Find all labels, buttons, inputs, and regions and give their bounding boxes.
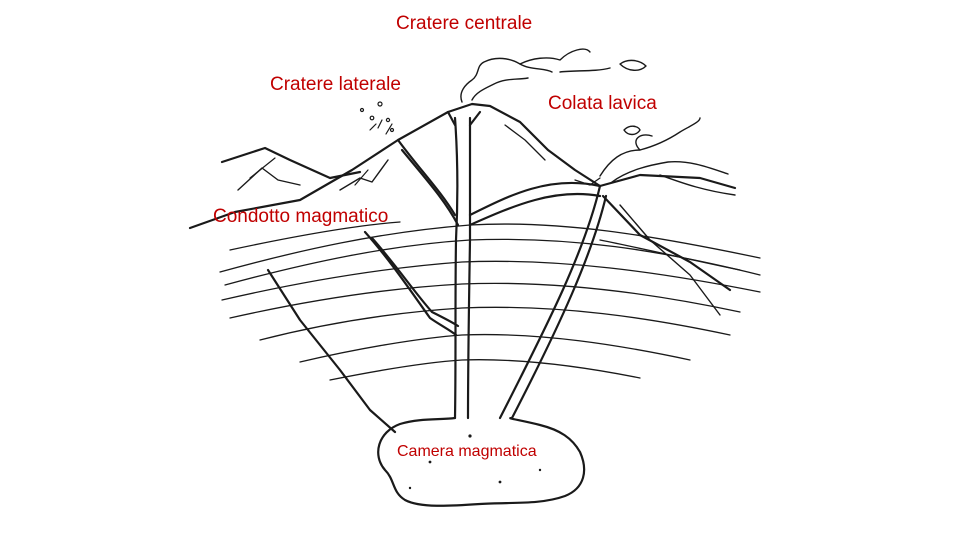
central-smoke	[461, 49, 646, 134]
left-mountain	[222, 148, 360, 190]
central-conduit	[448, 112, 480, 418]
lava-flow-smoke	[600, 118, 735, 195]
label-magma-conduit: Condotto magmatico	[213, 206, 388, 228]
label-lateral-crater: Cratere laterale	[270, 74, 401, 96]
volcano-cone	[190, 104, 735, 432]
right-conduit	[470, 183, 606, 418]
label-central-crater: Cratere centrale	[396, 13, 532, 35]
label-magma-chamber: Camera magmatica	[397, 441, 537, 463]
label-lava-flow: Colata lavica	[548, 93, 657, 115]
lateral-ejecta	[361, 102, 394, 134]
lateral-conduit	[365, 140, 458, 335]
rock-strata	[220, 222, 760, 380]
